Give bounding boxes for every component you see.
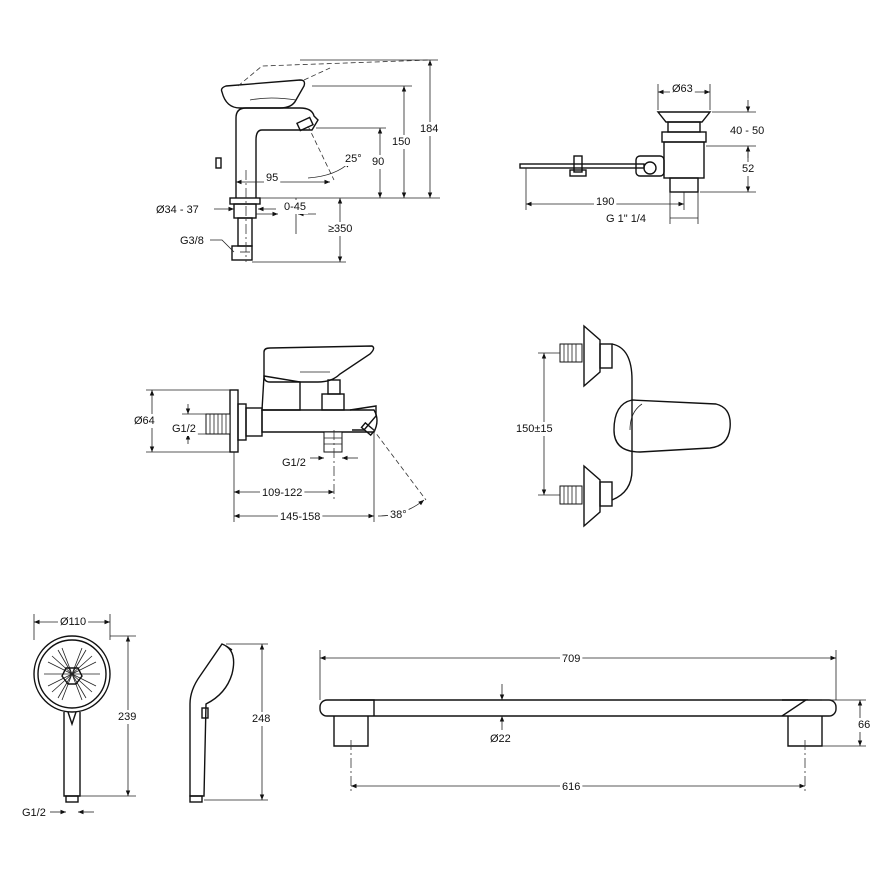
dim-109-122: 109-122	[262, 487, 302, 499]
dim-709: 709	[562, 653, 580, 665]
dim-90: 90	[372, 156, 384, 168]
dim-40-50: 40 - 50	[730, 125, 764, 137]
dim-145-158: 145-158	[280, 511, 320, 523]
dim-dia-110: Ø110	[60, 616, 86, 628]
dim-150-15: 150±15	[516, 423, 553, 435]
shower-rail-drawing: 709 Ø22 66 616	[319, 650, 873, 794]
bath-mixer-front-drawing: 150±15	[514, 324, 731, 528]
dim-dia-34-37: Ø34 - 37	[156, 204, 199, 216]
basin-mixer-body	[235, 107, 319, 198]
dim-angle-38: 38°	[390, 509, 407, 521]
dim-190: 190	[596, 196, 614, 208]
dim-616: 616	[562, 781, 580, 793]
dim-g1-1-4: G 1" 1/4	[606, 213, 646, 225]
dim-g1-2-inlet: G1/2	[172, 423, 196, 435]
dim-dia-64: Ø64	[134, 415, 155, 427]
bath-mixer-side-drawing: Ø64 G1/2 G1/2 109-122 145-158 38°	[132, 345, 427, 524]
basin-mixer-drawing: 184 150 90 25° 95 Ø34 - 37 0-45 ≥350 G3/	[154, 59, 441, 263]
dim-g1-2-outlet: G1/2	[282, 457, 306, 469]
dim-239: 239	[118, 711, 136, 723]
dim-0-45: 0-45	[284, 201, 306, 213]
dim-g3-8: G3/8	[180, 235, 204, 247]
dim-g1-2-shower: G1/2	[22, 807, 46, 819]
dim-52: 52	[742, 163, 754, 175]
dim-95: 95	[266, 172, 278, 184]
dim-184: 184	[420, 123, 438, 135]
dim-dia-22: Ø22	[490, 733, 511, 745]
hand-shower-front-drawing: Ø110 239 G1/2	[20, 614, 139, 820]
dim-ge-350: ≥350	[328, 223, 352, 235]
basin-mixer-lever	[220, 79, 306, 109]
dim-angle-25: 25°	[345, 153, 362, 165]
waste-drawing: Ø63 40 - 50 52 190 G 1" 1/4	[519, 82, 767, 226]
dim-248: 248	[252, 713, 270, 725]
dim-dia-63: Ø63	[672, 83, 693, 95]
dim-150: 150	[392, 136, 410, 148]
hand-shower-side-drawing: 248	[189, 643, 273, 803]
dim-66: 66	[858, 719, 870, 731]
